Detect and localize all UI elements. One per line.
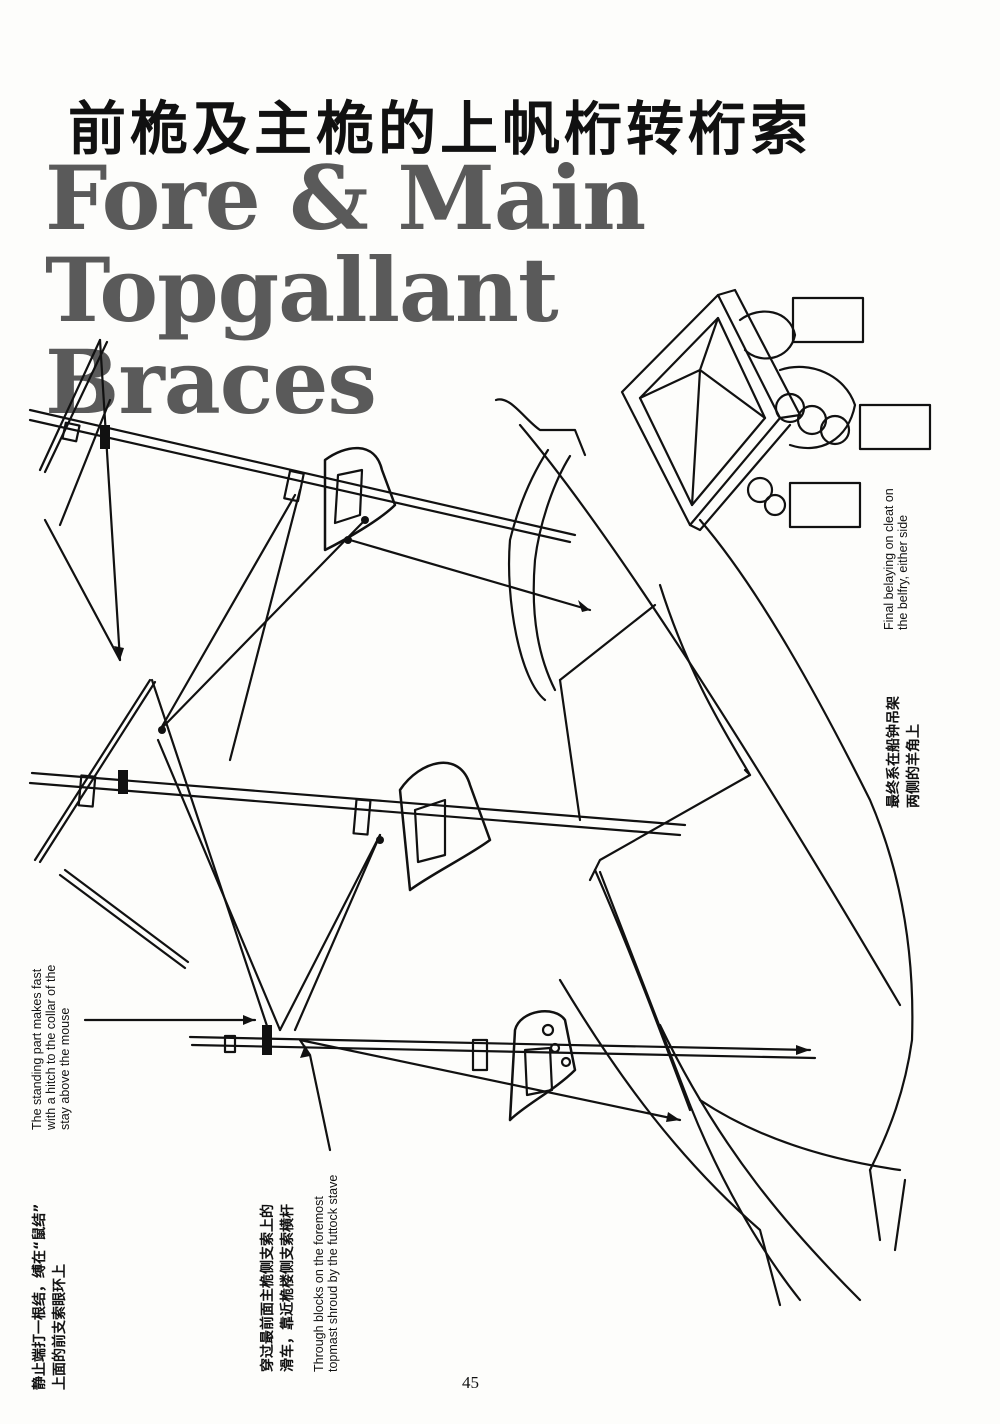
caption-standing-english: The standing part makes fast with a hitc… — [30, 965, 72, 1130]
caption-line: 穿过最前面主桅侧支索上的 — [260, 1204, 276, 1372]
caption-belaying-chinese: 最终系在船钟吊架 两侧的羊角上 — [884, 696, 924, 808]
caption-line: with a hitch to the collar of the — [44, 964, 58, 1130]
caption-line: 上面的前支索眼环上 — [52, 1264, 68, 1390]
rigging-blocks — [100, 425, 384, 1055]
caption-belaying-english: Final belaying on cleat on the belfry, e… — [882, 488, 910, 630]
hull — [494, 398, 914, 1307]
caption-line: stay above the mouse — [58, 1007, 72, 1130]
caption-line: Through blocks on the foremost — [312, 1196, 326, 1372]
caption-line: 滑车，靠近桅楼侧支索横杆 — [280, 1204, 296, 1372]
main-mast — [28, 678, 687, 1037]
belfry — [620, 288, 932, 532]
page-number: 45 — [462, 1373, 479, 1392]
caption-blocks-english: Through blocks on the foremost topmast s… — [312, 1175, 340, 1372]
caption-line: 静止端打一根结，缚在“鼠结” — [32, 1203, 48, 1390]
arrowheads — [114, 600, 810, 1122]
caption-line: 最终系在船钟吊架 — [886, 696, 902, 808]
caption-line: 两侧的羊角上 — [906, 724, 922, 808]
title-chinese: 前桅及主桅的上帆桁转桁索 — [68, 95, 813, 163]
caption-line: topmast shroud by the futtock stave — [326, 1174, 340, 1372]
caption-standing-chinese: 静止端打一根结，缚在“鼠结” 上面的前支索眼环上 — [30, 1204, 70, 1390]
caption-line: Final belaying on cleat on — [882, 488, 896, 630]
title-english-line-1: Fore & Main Topgallant — [45, 146, 646, 342]
caption-blocks-chinese: 穿过最前面主桅侧支索上的 滑车，靠近桅楼侧支索横杆 — [258, 1204, 298, 1372]
fore-mast — [28, 338, 592, 762]
lower-yard — [83, 1010, 817, 1152]
title-english: Fore & Main Topgallant Braces — [45, 152, 985, 428]
caption-line: The standing part makes fast — [30, 968, 44, 1130]
caption-line: the belfry, either side — [896, 514, 910, 630]
